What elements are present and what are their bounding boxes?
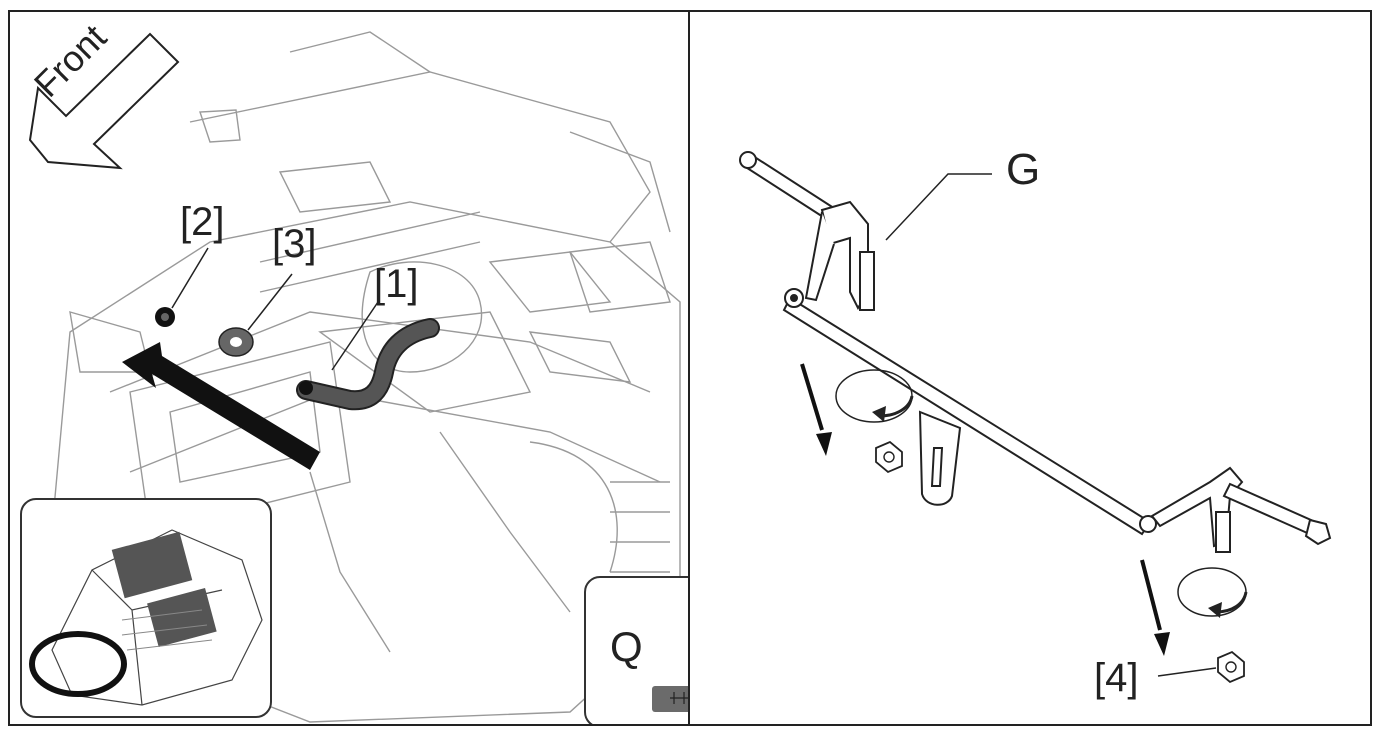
left-down-arrow — [800, 363, 832, 456]
removal-direction-arrow — [122, 342, 320, 470]
linkage-g — [739, 151, 1332, 553]
callout-part-2: [2] — [180, 200, 225, 244]
left-assembly-drawing — [28, 31, 681, 723]
washer-part-3 — [218, 273, 293, 357]
right-rotation-arrow — [1177, 567, 1248, 618]
callout-part-3: [3] — [272, 222, 317, 266]
linkage-drawing — [739, 151, 1332, 684]
right-down-arrow — [1140, 559, 1170, 656]
left-panel-removal-view: Front [2] [3] [1] — [8, 10, 690, 726]
front-direction-arrow — [28, 32, 180, 170]
tool-q-label: Q — [610, 623, 643, 670]
left-rotation-arrow — [835, 369, 914, 423]
inset-location-circle — [29, 631, 127, 697]
leader-g — [885, 173, 992, 241]
location-inset — [20, 498, 272, 718]
rod-part-1 — [296, 301, 440, 411]
tool-q-drawing — [652, 686, 688, 712]
right-panel-linkage-view: G [4] — [688, 10, 1372, 726]
tool-inset: Q — [584, 576, 688, 724]
part-g-label: G — [1006, 145, 1041, 194]
callout-part-1: [1] — [374, 262, 419, 306]
inset-machine-drawing — [29, 529, 263, 706]
left-nut — [875, 440, 903, 474]
nut-part-4 — [1157, 650, 1245, 684]
nut-part-2 — [155, 247, 209, 327]
callout-part-4: [4] — [1094, 656, 1139, 700]
